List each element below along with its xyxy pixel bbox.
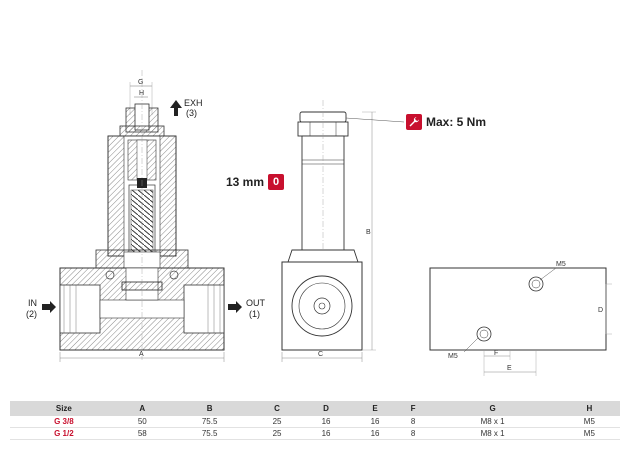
table-cell: 8 bbox=[399, 416, 427, 428]
table-cell: 58 bbox=[117, 427, 167, 440]
dimension-c-label: C bbox=[318, 351, 323, 358]
table-cell: 16 bbox=[350, 427, 400, 440]
arrow-right-icon bbox=[42, 301, 56, 313]
in-port-label: (2) bbox=[26, 309, 37, 319]
table-cell-size: G 3/8 bbox=[10, 416, 118, 428]
exh-label: EXH bbox=[184, 98, 203, 108]
table-cell: M5 bbox=[558, 416, 620, 428]
table-cell: 8 bbox=[399, 427, 427, 440]
table-cell: M8 x 1 bbox=[426, 416, 559, 428]
table-cell: 16 bbox=[301, 416, 351, 428]
wrench-icon bbox=[406, 114, 422, 130]
hex-nut-icon: 0 bbox=[268, 174, 285, 190]
arrow-up-icon bbox=[170, 100, 182, 116]
table-header: A bbox=[117, 401, 167, 416]
m5-top-label: M5 bbox=[556, 261, 566, 268]
table-cell: 50 bbox=[117, 416, 167, 428]
nut-size-callout: 13 mm 0 bbox=[226, 174, 285, 190]
table-header-row: Size A B C D E F G H bbox=[10, 401, 620, 416]
table-row: G 3/8 50 75.5 25 16 16 8 M8 x 1 M5 bbox=[10, 416, 620, 428]
table-cell: 25 bbox=[252, 427, 302, 440]
table-header: H bbox=[558, 401, 620, 416]
table-row: G 1/2 58 75.5 25 16 16 8 M8 x 1 M5 bbox=[10, 427, 620, 440]
dimension-b-label: B bbox=[366, 229, 371, 236]
exh-port-label: (3) bbox=[186, 108, 197, 118]
nut-size-text: 13 mm bbox=[226, 175, 265, 189]
nut-symbol: 0 bbox=[272, 176, 280, 188]
out-label: OUT bbox=[246, 298, 266, 308]
dimension-f-label: F bbox=[494, 350, 498, 357]
dimensions-table: Size A B C D E F G H G 3/8 50 75.5 25 16… bbox=[10, 401, 620, 440]
out-port-label: (1) bbox=[249, 309, 260, 319]
bottom-view: M5 M5 D F E bbox=[429, 261, 612, 376]
dimension-h-label: H bbox=[139, 90, 144, 97]
dimension-d-label: D bbox=[598, 307, 603, 314]
table-header: F bbox=[399, 401, 427, 416]
side-view: B C bbox=[281, 100, 405, 362]
arrow-right-icon bbox=[228, 301, 242, 313]
table-cell: 16 bbox=[350, 416, 400, 428]
m5-bottom-label: M5 bbox=[448, 353, 458, 360]
table-cell: 75.5 bbox=[166, 416, 253, 428]
table-header: B bbox=[166, 401, 253, 416]
table-cell: 16 bbox=[301, 427, 351, 440]
table-header: E bbox=[350, 401, 400, 416]
table-cell-size: G 1/2 bbox=[10, 427, 118, 440]
table-cell: M5 bbox=[558, 427, 620, 440]
section-view: G H bbox=[26, 70, 266, 362]
dimension-e-label: E bbox=[507, 365, 512, 372]
table-header: Size bbox=[10, 401, 118, 416]
dimension-g-label: G bbox=[138, 79, 143, 86]
table-cell: 75.5 bbox=[166, 427, 253, 440]
dimension-a-label: A bbox=[139, 351, 144, 358]
in-label: IN bbox=[28, 298, 37, 308]
torque-callout: Max: 5 Nm bbox=[406, 114, 486, 130]
table-header: C bbox=[252, 401, 302, 416]
table-header: D bbox=[301, 401, 351, 416]
table-cell: M8 x 1 bbox=[426, 427, 559, 440]
table-header: G bbox=[426, 401, 559, 416]
table-cell: 25 bbox=[252, 416, 302, 428]
technical-drawing: G H bbox=[26, 70, 612, 376]
torque-text: Max: 5 Nm bbox=[426, 115, 487, 129]
